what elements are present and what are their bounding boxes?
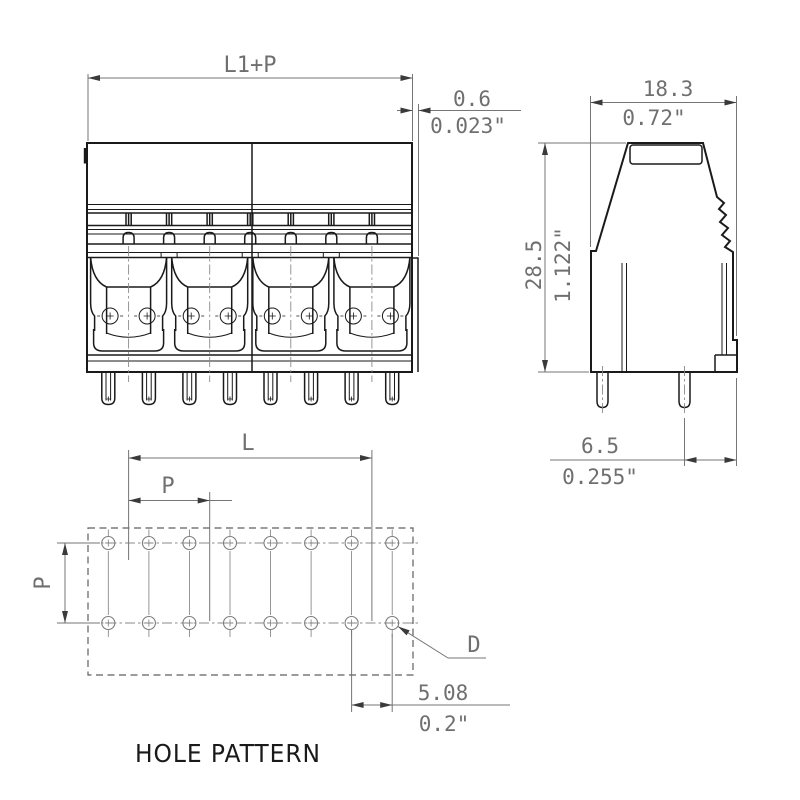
dim-front-width: L1+P <box>87 53 413 141</box>
holes <box>101 528 400 638</box>
hole-pattern-title: HOLE PATTERN <box>135 739 321 768</box>
dim-side-width: 18.3 0.72" <box>590 77 737 336</box>
dim-hp-pitch-label: P <box>161 474 174 499</box>
rail-dividers <box>122 212 379 258</box>
front-left-latch <box>83 148 88 164</box>
dim-front-offset-in: 0.023" <box>430 114 506 138</box>
dim-side-height: 28.5 1.122" <box>522 142 626 373</box>
side-pins <box>596 366 691 414</box>
dim-hp-spacing-in: 0.2" <box>419 712 470 736</box>
dim-hp-spacing-mm: 5.08 <box>418 681 469 705</box>
front-view: L1+P 0.6 0.023" <box>83 53 521 406</box>
dim-side-width-mm: 18.3 <box>643 77 694 101</box>
dim-side-height-mm: 28.5 <box>522 240 546 291</box>
dim-front-width-label: L1+P <box>224 53 277 78</box>
hole-pattern-view: L P P 5.08 0.2" D HOLE PATTERN <box>31 431 510 768</box>
dim-front-offset-mm: 0.6 <box>453 87 491 111</box>
side-view: 18.3 0.72" 28.5 1.122" 6.5 0.255" <box>522 77 738 489</box>
dim-hp-length: L <box>128 431 373 621</box>
dim-front-offset: 0.6 0.023" <box>397 87 521 256</box>
dim-hp-row-pitch: P <box>31 542 100 624</box>
dim-side-pin-offset-mm: 6.5 <box>581 434 619 458</box>
dim-side-pin-offset: 6.5 0.255" <box>550 378 737 489</box>
front-pins <box>101 372 400 406</box>
dim-hp-pitch: P <box>128 474 232 621</box>
dim-hp-length-label: L <box>241 431 254 456</box>
clamp-units <box>89 256 411 352</box>
dim-hp-row-pitch-label: P <box>31 576 56 589</box>
dim-hp-spacing: 5.08 0.2" <box>351 630 510 736</box>
board-outline <box>87 527 414 676</box>
dim-hp-hole-dia-label: D <box>467 633 480 658</box>
dim-side-height-in: 1.122" <box>551 227 575 303</box>
dim-side-pin-offset-in: 0.255" <box>562 465 638 489</box>
dim-hp-hole-dia: D <box>397 626 486 659</box>
dim-side-width-in: 0.72" <box>622 106 685 130</box>
